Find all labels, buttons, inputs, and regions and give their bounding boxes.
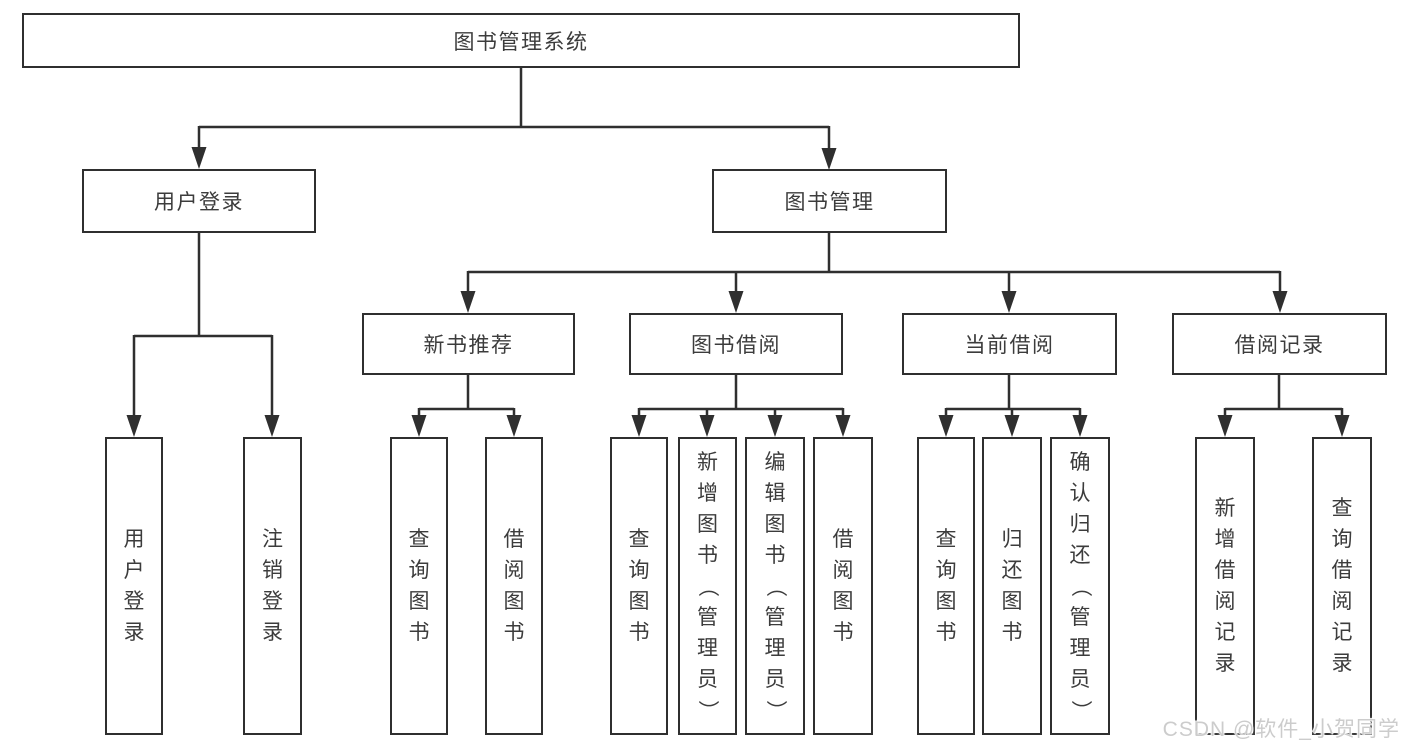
- node-leaf-borrow-query-label: 查询图书: [628, 528, 650, 644]
- node-leaf-borrow-edit: 编辑图书（管理员）: [745, 437, 805, 735]
- node-leaf-logout: 注销登录: [243, 437, 302, 735]
- node-user-login-label: 用户登录: [154, 191, 244, 214]
- node-leaf-records-add-label: 新增借阅记录: [1214, 497, 1236, 675]
- node-leaf-borrow-edit-label: 编辑图书（管理员）: [763, 450, 787, 721]
- node-new-books-label: 新书推荐: [423, 334, 514, 357]
- node-leaf-newbooks-borrow: 借阅图书: [485, 437, 543, 735]
- node-leaf-logout-label: 注销登录: [262, 528, 283, 644]
- node-leaf-borrow-borrow: 借阅图书: [813, 437, 873, 735]
- node-current-borrow-label: 当前借阅: [964, 334, 1055, 357]
- node-leaf-current-query-label: 查询图书: [935, 528, 957, 644]
- node-root-label: 图书管理系统: [453, 30, 589, 54]
- node-user-login: 用户登录: [82, 169, 316, 233]
- arrowhead-icons: [126, 147, 1350, 437]
- node-leaf-user-login-label: 用户登录: [123, 528, 145, 644]
- node-leaf-records-add: 新增借阅记录: [1195, 437, 1255, 735]
- node-leaf-records-query-label: 查询借阅记录: [1331, 497, 1353, 675]
- node-leaf-current-return: 归还图书: [982, 437, 1042, 735]
- node-leaf-current-confirm-label: 确认归还（管理员）: [1068, 450, 1092, 721]
- node-leaf-borrow-query: 查询图书: [610, 437, 668, 735]
- node-leaf-newbooks-borrow-label: 借阅图书: [503, 528, 525, 644]
- node-leaf-borrow-add-label: 新增图书（管理员）: [696, 450, 719, 721]
- node-borrow-records: 借阅记录: [1172, 313, 1387, 375]
- node-root: 图书管理系统: [22, 13, 1020, 68]
- node-leaf-user-login: 用户登录: [105, 437, 163, 735]
- node-book-mgmt: 图书管理: [712, 169, 947, 233]
- node-book-mgmt-label: 图书管理: [784, 191, 875, 214]
- node-borrow-records-label: 借阅记录: [1234, 334, 1325, 357]
- node-leaf-newbooks-query: 查询图书: [390, 437, 448, 735]
- watermark-text: CSDN @软件_小贺同学: [1162, 718, 1400, 741]
- node-leaf-borrow-add: 新增图书（管理员）: [678, 437, 737, 735]
- node-leaf-records-query: 查询借阅记录: [1312, 437, 1372, 735]
- node-current-borrow: 当前借阅: [902, 313, 1117, 375]
- node-leaf-borrow-borrow-label: 借阅图书: [832, 528, 854, 644]
- connector-path: [132, 68, 1344, 418]
- node-leaf-current-query: 查询图书: [917, 437, 975, 735]
- node-new-books: 新书推荐: [362, 313, 575, 375]
- node-leaf-newbooks-query-label: 查询图书: [408, 528, 430, 644]
- node-book-borrow: 图书借阅: [629, 313, 843, 375]
- node-book-borrow-label: 图书借阅: [691, 334, 781, 357]
- node-leaf-current-return-label: 归还图书: [1001, 528, 1023, 644]
- node-leaf-current-confirm: 确认归还（管理员）: [1050, 437, 1110, 735]
